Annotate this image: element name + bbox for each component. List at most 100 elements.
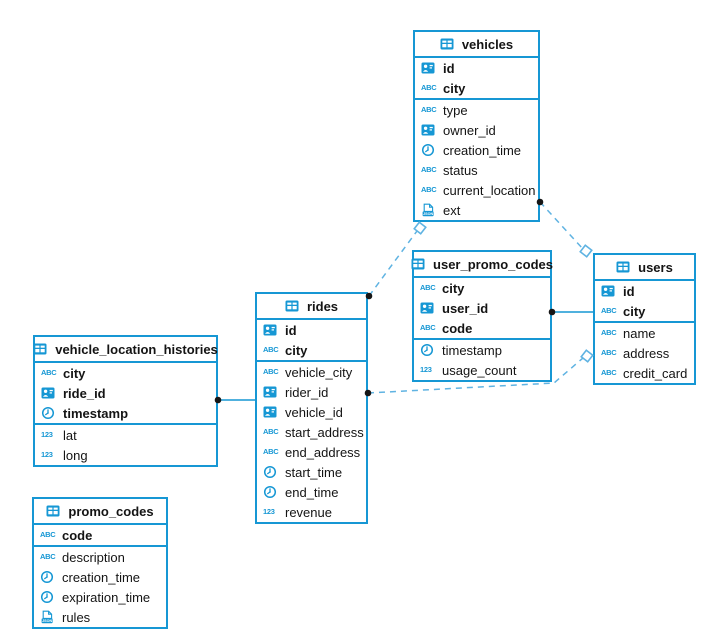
field-name: end_address [285, 444, 361, 460]
table-header-rides[interactable]: rides [257, 294, 366, 320]
id-card-icon [41, 386, 58, 400]
abc-text-glyph: ABC [263, 427, 279, 437]
field-row-user_id[interactable]: user_id [414, 298, 550, 318]
abc-text-icon: ABC [263, 346, 280, 354]
field-row-ride_id[interactable]: ride_id [35, 383, 216, 403]
field-name: lat [63, 427, 77, 443]
table-header-user_promo_codes[interactable]: user_promo_codes [411, 252, 553, 278]
clock-icon [420, 343, 437, 357]
field-row-id[interactable]: id [257, 320, 366, 340]
relation-one-end-diamond [580, 349, 594, 363]
field-name: end_time [285, 484, 339, 500]
field-name: current_location [443, 182, 536, 198]
field-name: id [443, 60, 455, 76]
abc-text-icon: ABC [263, 448, 280, 456]
field-row-timestamp[interactable]: timestamp [414, 340, 550, 360]
123-number-icon: 123 [41, 431, 58, 439]
abc-text-icon: ABC [40, 531, 57, 539]
table-header-promo_codes[interactable]: promo_codes [34, 499, 166, 525]
field-row-end_time[interactable]: end_time [257, 482, 366, 502]
123-number-icon: 123 [41, 451, 58, 459]
field-row-id[interactable]: id [595, 281, 694, 301]
field-row-end_address[interactable]: ABC end_address [257, 442, 366, 462]
table-header-vehicle_location_histories[interactable]: vehicle_location_histories [33, 337, 218, 363]
field-name: timestamp [63, 405, 129, 421]
field-row-city[interactable]: ABC city [35, 363, 216, 383]
field-row-vehicle_id[interactable]: vehicle_id [257, 402, 366, 422]
field-name: start_address [285, 424, 364, 440]
field-row-creation_time[interactable]: creation_time [34, 567, 166, 587]
abc-text-glyph: ABC [420, 283, 436, 293]
field-name: owner_id [443, 122, 496, 138]
json-document-icon: JSON [421, 203, 438, 218]
field-row-creation_time[interactable]: creation_time [415, 140, 538, 160]
field-name: city [285, 342, 308, 358]
abc-text-glyph: ABC [263, 345, 279, 355]
table-title: vehicle_location_histories [55, 341, 218, 357]
id-card-icon [421, 61, 438, 75]
field-row-start_time[interactable]: start_time [257, 462, 366, 482]
abc-text-glyph: ABC [41, 368, 57, 378]
table-grid-icon [46, 504, 63, 518]
abc-text-glyph: ABC [601, 368, 617, 378]
field-row-city[interactable]: ABC city [257, 340, 366, 360]
field-row-timestamp[interactable]: timestamp [35, 403, 216, 423]
field-name: timestamp [442, 342, 502, 358]
key-section-divider [595, 321, 694, 323]
abc-text-icon: ABC [41, 369, 58, 377]
field-row-code[interactable]: ABC code [414, 318, 550, 338]
field-name: code [442, 320, 473, 336]
table-header-vehicles[interactable]: vehicles [415, 32, 538, 58]
abc-text-icon: ABC [263, 368, 280, 376]
field-row-owner_id[interactable]: owner_id [415, 120, 538, 140]
field-row-rider_id[interactable]: rider_id [257, 382, 366, 402]
field-name: city [63, 365, 86, 381]
abc-text-glyph: ABC [263, 447, 279, 457]
table-grid-icon [440, 37, 457, 51]
abc-text-glyph: ABC [601, 328, 617, 338]
abc-text-icon: ABC [421, 106, 438, 114]
abc-text-icon: ABC [420, 324, 437, 332]
id-card-icon [263, 385, 280, 399]
field-row-ext[interactable]: JSON ext [415, 200, 538, 220]
table-header-users[interactable]: users [595, 255, 694, 281]
field-name: ext [443, 202, 461, 218]
field-row-start_address[interactable]: ABC start_address [257, 422, 366, 442]
abc-text-glyph: ABC [421, 165, 437, 175]
abc-text-icon: ABC [421, 166, 438, 174]
123-number-glyph: 123 [263, 507, 275, 517]
relation-one-end-diamond [413, 221, 427, 235]
field-row-id[interactable]: id [415, 58, 538, 78]
field-row-lat[interactable]: 123 lat [35, 425, 216, 445]
field-name: name [623, 325, 656, 341]
table-title: rides [306, 298, 339, 314]
field-row-name[interactable]: ABC name [595, 323, 694, 343]
field-name: start_time [285, 464, 343, 480]
field-name: rules [62, 609, 91, 625]
field-row-expiration_time[interactable]: expiration_time [34, 587, 166, 607]
